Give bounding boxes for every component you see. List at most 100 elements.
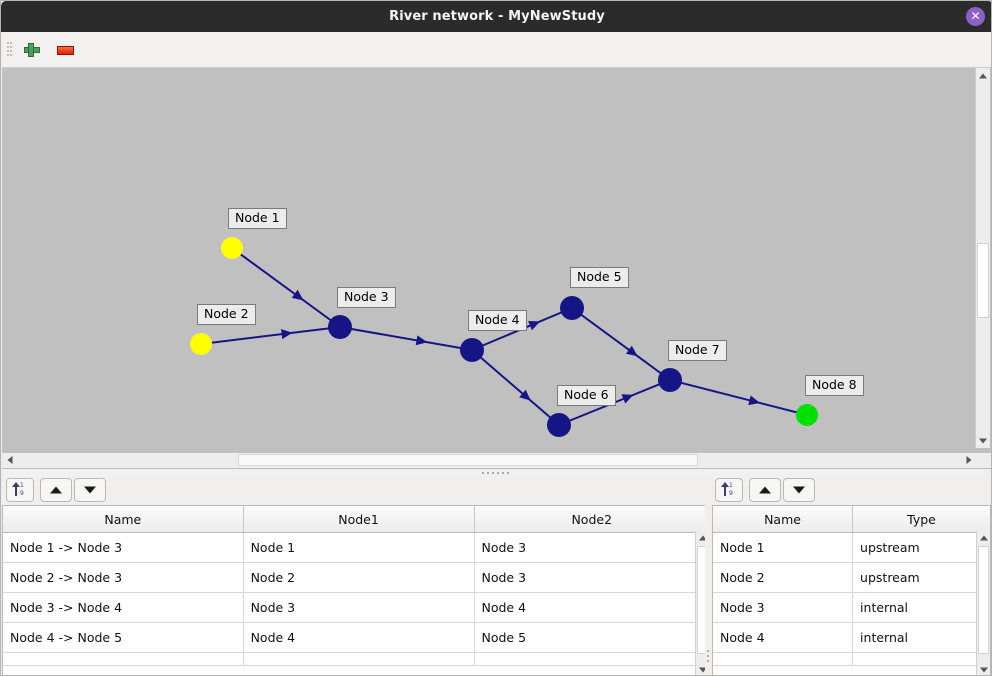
table-cell[interactable]: Node 3 (243, 592, 475, 623)
table-cell[interactable]: Node 1 (713, 532, 854, 563)
graph-node[interactable] (796, 404, 818, 426)
table-cell[interactable]: upstream (852, 562, 990, 593)
vertical-splitter[interactable] (705, 476, 712, 675)
reaches-move-up-button[interactable] (40, 478, 72, 502)
graph-node-label[interactable]: Node 7 (668, 340, 727, 361)
scrollbar-corner (975, 453, 990, 468)
table-cell[interactable]: Node 5 (474, 622, 709, 653)
graph-node[interactable] (658, 368, 682, 392)
table-cell[interactable] (474, 652, 709, 666)
table-cell[interactable]: Node 2 -> Node 3 (3, 562, 244, 593)
graph-node-label[interactable]: Node 1 (228, 208, 287, 229)
table-cell[interactable]: Node 4 -> Node 5 (3, 622, 244, 653)
graph-drawing-area[interactable]: Node 1 Node 2 Node 3 Node 4 Node 5 Node 6 Node… (2, 68, 976, 448)
graph-edge[interactable] (471, 349, 560, 426)
toolbar-grip[interactable] (7, 42, 12, 58)
canvas-vertical-scrollbar[interactable] (975, 68, 990, 448)
graph-node[interactable] (328, 315, 352, 339)
network-canvas[interactable]: Node 1 Node 2 Node 3 Node 4 Node 5 Node 6 Node… (2, 68, 991, 463)
table-cell[interactable]: Node 2 (243, 562, 475, 593)
graph-node-label[interactable]: Node 3 (337, 287, 396, 308)
table-row[interactable] (713, 652, 990, 666)
nodes-vertical-scrollbar[interactable] (976, 531, 990, 675)
graph-node-label[interactable]: Node 8 (805, 375, 864, 396)
table-cell[interactable]: Node 4 (713, 622, 854, 653)
edge-arrowhead (291, 289, 304, 301)
nodes-vscrollbar-thumb[interactable] (978, 546, 989, 654)
canvas-horizontal-scrollbar[interactable] (2, 453, 991, 468)
graph-edge[interactable] (200, 326, 341, 345)
nodes-move-down-button[interactable] (783, 478, 815, 502)
table-cell[interactable]: internal (852, 622, 990, 653)
table-cell[interactable]: Node 1 (243, 532, 475, 563)
table-cell[interactable]: Node 2 (713, 562, 854, 593)
triangle-up-icon (50, 486, 62, 494)
table-cell[interactable]: Node 1 -> Node 3 (3, 532, 244, 563)
table-cell[interactable]: internal (852, 592, 990, 623)
scroll-up-icon[interactable] (977, 531, 990, 545)
table-cell[interactable]: upstream (852, 532, 990, 563)
scroll-down-icon[interactable] (977, 663, 990, 675)
graph-edge[interactable] (571, 307, 671, 381)
scroll-right-icon[interactable] (961, 453, 976, 467)
close-icon[interactable]: ✕ (966, 7, 985, 26)
canvas-hscrollbar-thumb[interactable] (238, 454, 698, 466)
table-cell[interactable]: Node 3 -> Node 4 (3, 592, 244, 623)
scroll-up-icon[interactable] (976, 68, 990, 83)
canvas-vscrollbar-thumb[interactable] (977, 243, 989, 318)
sort-digit-top: 1 (20, 482, 24, 489)
graph-edge[interactable] (231, 247, 341, 328)
graph-node[interactable] (460, 338, 484, 362)
table-cell[interactable] (3, 652, 244, 666)
scroll-left-icon[interactable] (2, 453, 17, 467)
delete-node-button[interactable] (54, 38, 78, 62)
column-header[interactable]: Name (3, 506, 244, 533)
graph-node-label[interactable]: Node 4 (468, 310, 527, 331)
nodes-sort-button[interactable]: 1 9 (715, 478, 743, 502)
table-cell[interactable]: Node 4 (243, 622, 475, 653)
edge-arrowhead (528, 321, 541, 331)
column-header[interactable]: Name (713, 506, 854, 533)
table-cell[interactable]: Node 3 (474, 532, 709, 563)
reaches-sort-button[interactable]: 1 9 (6, 478, 34, 502)
graph-edge[interactable] (669, 379, 808, 416)
table-row[interactable] (3, 652, 709, 666)
graph-node[interactable] (190, 333, 212, 355)
nodes-move-up-button[interactable] (749, 478, 781, 502)
add-node-button[interactable] (20, 38, 44, 62)
table-cell[interactable] (243, 652, 475, 666)
column-header[interactable]: Type (852, 506, 990, 533)
graph-node[interactable] (547, 413, 571, 437)
scroll-down-icon[interactable] (976, 433, 990, 448)
graph-node-label[interactable]: Node 5 (570, 267, 629, 288)
column-header[interactable]: Node2 (474, 506, 709, 533)
graph-edge[interactable] (339, 326, 473, 351)
table-cell[interactable]: Node 3 (713, 592, 854, 623)
graph-node-label[interactable]: Node 6 (557, 385, 616, 406)
graph-node[interactable] (560, 296, 584, 320)
table-cell[interactable] (713, 652, 854, 666)
graph-node[interactable] (221, 237, 243, 259)
column-header[interactable]: Node1 (243, 506, 475, 533)
graph-node-label[interactable]: Node 2 (197, 304, 256, 325)
table-cell[interactable] (852, 652, 990, 666)
table-cell[interactable]: Node 4 (474, 592, 709, 623)
table-cell[interactable]: Node 3 (474, 562, 709, 593)
horizontal-splitter[interactable] (2, 468, 991, 476)
reaches-move-down-button[interactable] (74, 478, 106, 502)
